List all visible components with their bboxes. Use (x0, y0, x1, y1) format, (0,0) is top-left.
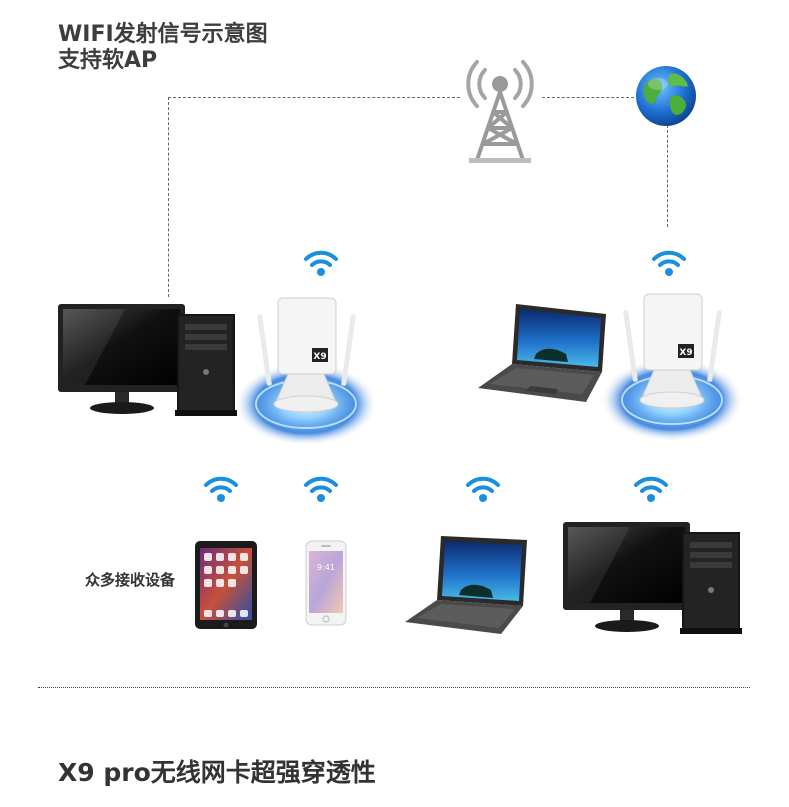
smartphone-icon: 9:41 (305, 540, 347, 626)
laptop-icon (476, 302, 616, 406)
desktop-computer-icon (560, 520, 745, 638)
desktop-computer-icon (55, 302, 240, 420)
tablet-icon (194, 540, 258, 630)
signal-tower-icon (455, 48, 545, 166)
section-divider (38, 687, 750, 688)
section-title: X9 pro无线网卡超强穿透性 (58, 758, 376, 787)
connector-top-left (168, 97, 460, 98)
laptop-icon (403, 534, 529, 638)
wifi-adapter-icon: X9 (598, 288, 746, 448)
adapter-badge: X9 (679, 348, 692, 358)
title-line-1: WIFI发射信号示意图 (58, 22, 268, 47)
connector-right-vertical (667, 125, 668, 227)
globe-icon (634, 64, 698, 128)
wifi-icon (303, 248, 339, 278)
diagram-title: WIFI发射信号示意图 支持软AP (58, 22, 268, 74)
devices-label: 众多接收设备 (85, 571, 176, 589)
connector-tower-globe (542, 97, 634, 98)
wifi-icon (203, 474, 239, 504)
adapter-badge: X9 (313, 352, 326, 362)
wifi-icon (303, 474, 339, 504)
wifi-icon (633, 474, 669, 504)
title-line-2: 支持软AP (58, 48, 158, 73)
wifi-icon (651, 248, 687, 278)
wifi-adapter-icon: X9 (232, 292, 380, 452)
svg-text:9:41: 9:41 (317, 563, 335, 572)
connector-left-vertical (168, 97, 169, 297)
wifi-icon (465, 474, 501, 504)
